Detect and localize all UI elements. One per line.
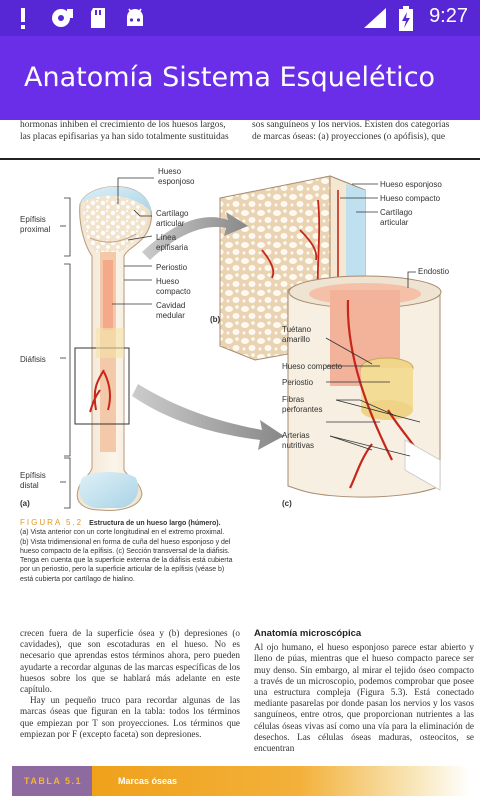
bone-figure: Hueso esponjoso Epífisis proximal Cartíl…	[20, 167, 450, 511]
text-line: hormonas inhiben el crecimiento de los h…	[20, 120, 226, 130]
label-c-periostio: Periostio	[282, 378, 314, 387]
right-column: Anatomía microscópica Al ojo humano, el …	[254, 628, 474, 754]
caption-line: por un periostio, pero la superficie art…	[20, 566, 225, 574]
label-epifisis-proximal: Epífisis	[20, 215, 46, 224]
section-heading: Anatomía microscópica	[254, 628, 362, 639]
leaders-a	[60, 177, 154, 509]
arrow-to-b	[142, 212, 248, 260]
alert-icon	[21, 8, 25, 29]
label-c-tuetano: Tuétano	[282, 325, 312, 334]
detail-marrow	[96, 328, 124, 358]
sd-card-icon	[91, 8, 105, 28]
label-c-tuetano-2: amarillo	[282, 335, 311, 344]
arrow-to-c	[132, 384, 284, 450]
status-time: 9:27	[429, 5, 468, 27]
text-line: sos sanguíneos y los nervios. Existen do…	[252, 120, 450, 130]
label-cavidad-medular: Cavidad	[156, 301, 185, 310]
label-hueso-esponjoso: Hueso	[158, 167, 182, 176]
caption-title: Estructura de un hueso largo (húmero).	[89, 520, 221, 527]
app-bar: Anatomía Sistema Esquelético	[0, 36, 480, 120]
caption-line: (a) Vista anterior con un corte longitud…	[20, 529, 225, 537]
nutrient-artery-a	[89, 369, 112, 413]
label-hueso-compacto: Hueso	[156, 277, 180, 286]
leaders-c	[325, 271, 421, 457]
paragraph: Al ojo humano, el hueso esponjoso parece…	[254, 642, 474, 754]
label-diafisis: Diáfisis	[20, 355, 46, 364]
label-cartilago-articular: Cartílago	[156, 209, 189, 218]
label-cavidad-medular-2: medular	[156, 311, 185, 320]
label-b-cartilago: Cartílago	[380, 208, 413, 217]
table-label: TABLA 5.1	[12, 766, 92, 796]
label-panel-b: (b)	[210, 315, 221, 324]
section-rule	[0, 158, 480, 160]
media-icon	[52, 9, 73, 27]
leaders-b	[340, 183, 378, 213]
app-title: Anatomía Sistema Esquelético	[24, 62, 436, 93]
label-b-cartilago-2: articular	[380, 218, 409, 227]
label-epifisis-distal: Epífisis	[20, 471, 46, 480]
figure-caption: FIGURA 5.2 Estructura de un hueso largo …	[20, 518, 280, 584]
caption-line: Tenga en cuenta que la superficie extern…	[20, 557, 233, 565]
label-b-hueso-compacto: Hueso compacto	[380, 194, 441, 203]
text-line: las placas epifisarias ya han sido total…	[20, 131, 229, 142]
table-title-bar: Marcas óseas	[92, 766, 470, 796]
perforating-fibers	[404, 439, 441, 491]
table-title: Marcas óseas	[118, 776, 178, 786]
epiphyseal-line	[89, 233, 137, 243]
book-page[interactable]: hormonas inhiben el crecimiento de los h…	[0, 120, 480, 800]
top-text-right: sos sanguíneos y los nervios. Existen do…	[252, 120, 449, 143]
paragraph: Hay un pequeño truco para recordar algun…	[20, 695, 240, 739]
label-c-endostio: Endostio	[418, 267, 450, 276]
label-c-fibras-2: perforantes	[282, 405, 322, 414]
label-hueso-esponjoso-2: esponjoso	[158, 177, 195, 186]
label-hueso-compacto-2: compacto	[156, 287, 191, 296]
signal-icon	[364, 8, 386, 28]
status-bar: 9:27	[0, 0, 480, 36]
table-header: TABLA 5.1 Marcas óseas	[12, 766, 470, 796]
android-icon	[127, 8, 143, 26]
label-linea-epifisaria-2: epifisaria	[156, 243, 189, 252]
figure-number: FIGURA 5.2	[20, 518, 84, 527]
caption-line: (b) Vista tridimensional en forma de cuñ…	[20, 538, 231, 546]
battery-charging-icon	[399, 6, 413, 31]
yellow-marrow	[103, 260, 113, 330]
distal-cartilage	[79, 472, 139, 508]
label-cartilago-articular-2: articular	[156, 219, 185, 228]
label-panel-a: (a)	[20, 499, 30, 508]
caption-line: está cubierta por cartílago de hialino.	[20, 575, 135, 583]
top-text-left: hormonas inhiben el crecimiento de los h…	[20, 120, 229, 143]
paragraph: crecen fuera de la superficie ósea y (b)…	[20, 628, 240, 695]
label-c-hueso-compacto: Hueso compacto	[282, 362, 343, 371]
caption-line: hueso compacto de la epífisis. (c) Secci…	[20, 547, 230, 555]
label-panel-c: (c)	[282, 499, 292, 508]
label-b-hueso-esponjoso: Hueso esponjoso	[380, 180, 442, 189]
caption-heading: FIGURA 5.2 Estructura de un hueso largo …	[20, 518, 280, 528]
label-c-arterias-2: nutritivas	[282, 441, 314, 450]
label-epifisis-distal-2: distal	[20, 481, 39, 490]
articular-cartilage	[80, 186, 152, 212]
left-column: crecen fuera de la superficie ósea y (b)…	[20, 628, 240, 740]
yellow-marrow-bottom	[361, 400, 413, 420]
label-linea-epifisaria: Línea	[156, 233, 177, 242]
label-c-arterias: Arterias	[282, 431, 310, 440]
label-c-fibras: Fibras	[282, 395, 304, 404]
text-line: de marcas óseas: (a) proyecciones (o apó…	[252, 131, 446, 142]
label-epifisis-proximal-2: proximal	[20, 225, 50, 234]
label-periostio: Periostio	[156, 263, 188, 272]
